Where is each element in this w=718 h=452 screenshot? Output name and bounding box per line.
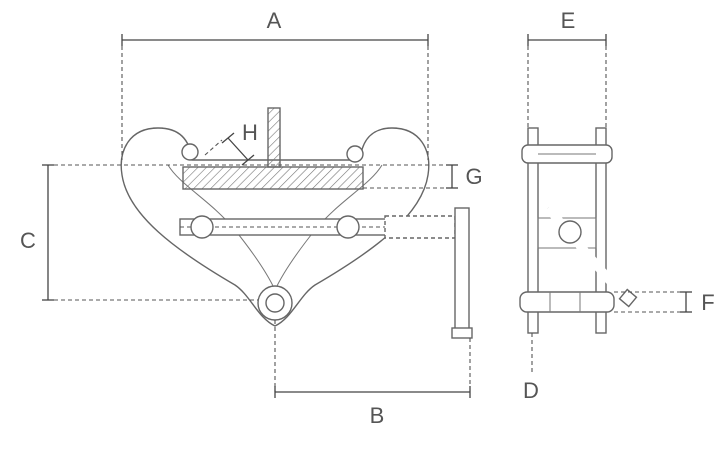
side-handle <box>544 205 638 308</box>
label-h: H <box>242 120 258 145</box>
label-d: D <box>523 378 539 403</box>
dimension-g: G <box>363 164 483 189</box>
side-view <box>519 127 638 372</box>
label-e: E <box>561 8 576 33</box>
dimension-b: B <box>274 338 471 428</box>
label-c: C <box>20 228 36 253</box>
beam-web <box>267 107 281 168</box>
shackle-eye-inner <box>265 293 285 313</box>
dimension-f: F <box>614 290 715 315</box>
front-view <box>120 107 473 392</box>
left-spindle-boss <box>190 215 214 239</box>
beam-flange <box>182 166 364 190</box>
dimension-d: D <box>523 378 539 403</box>
right-lug-hole <box>346 145 364 163</box>
dimension-a: A <box>121 8 429 160</box>
label-b: B <box>370 403 385 428</box>
handle-bar <box>454 207 470 335</box>
dimension-e: E <box>527 8 607 128</box>
left-lug-hole <box>181 143 199 161</box>
right-spindle-boss <box>336 215 360 239</box>
spindle-nut <box>384 215 456 239</box>
dimension-c: C <box>20 164 445 301</box>
label-a: A <box>267 8 282 33</box>
label-f: F <box>701 290 714 315</box>
side-body <box>537 217 597 249</box>
label-g: G <box>465 164 482 189</box>
dimension-h: H <box>204 120 258 166</box>
handle-cap <box>451 327 473 339</box>
bottom-bolt <box>519 291 615 313</box>
